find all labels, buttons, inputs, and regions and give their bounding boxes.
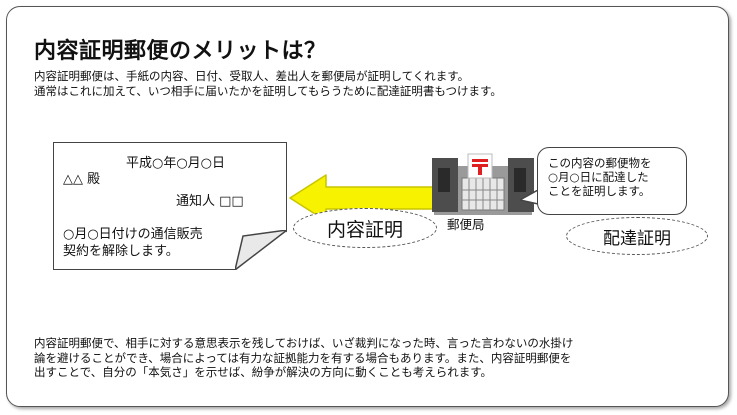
footer-line-2: 論を避けることができ、場合によっては有力な証拠能力を有する場合もあります。また、… xyxy=(34,350,572,365)
letter-body-line-1: ○月○日付けの通信販売 xyxy=(63,227,203,242)
page-title: 内容証明郵便のメリットは？ xyxy=(34,39,327,64)
intro-text: 内容証明郵便は、手紙の内容、日付、受取人、差出人を郵便局が証明してくれます。 通… xyxy=(34,69,502,99)
intro-line-2: 通常はこれに加えて、いつ相手に届いたかを証明してもらうために配達証明書もつけます… xyxy=(34,84,502,98)
delivery-certification-text: 配達証明 xyxy=(603,228,671,249)
callout-line-1: この内容の郵便物を xyxy=(548,156,652,170)
intro-line-1: 内容証明郵便は、手紙の内容、日付、受取人、差出人を郵便局が証明してくれます。 xyxy=(34,69,470,83)
footer-line-3: 出すことで、自分の「本気さ」を示せば、紛争が解決の方向に動くことも考えられます。 xyxy=(34,365,493,379)
letter-sender: 通知人 □□ xyxy=(176,194,244,209)
letter-recipient: △△ 殿 xyxy=(63,172,101,187)
letter-fold-corner xyxy=(235,230,287,270)
post-office-label: 郵便局 xyxy=(447,217,485,232)
content-certification-text: 内容証明 xyxy=(326,218,403,241)
callout-line-3: ことを証明します。 xyxy=(548,184,651,198)
letter-body-line-2: 契約を解除します。 xyxy=(63,244,179,259)
callout-line-2: ○月○日に配達した xyxy=(548,170,649,184)
content-certification-label: 内容証明 xyxy=(293,208,437,248)
post-office-building-icon xyxy=(432,153,534,215)
delivery-certification-label: 配達証明 xyxy=(566,217,708,255)
delivery-callout: この内容の郵便物を ○月○日に配達した ことを証明します。 xyxy=(537,147,687,215)
footer-line-1: 内容証明郵便で、相手に対する意思表示を残しておけば、いざ裁判になった時、言った言… xyxy=(34,336,574,350)
letter-date: 平成○年○月○日 xyxy=(126,156,226,171)
footer-text: 内容証明郵便で、相手に対する意思表示を残しておけば、いざ裁判になった時、言った言… xyxy=(34,336,573,380)
